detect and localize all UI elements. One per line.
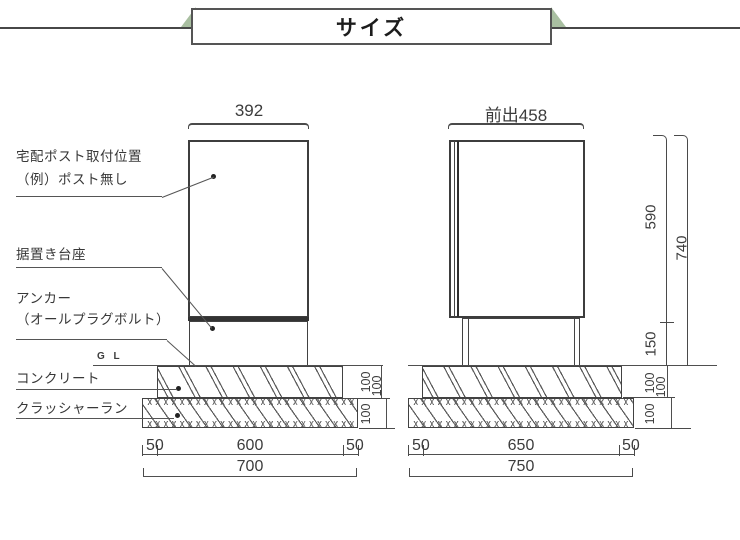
door-panel-line [453, 141, 455, 317]
dim-front-margin-right: 50 [346, 437, 364, 454]
tick [408, 445, 409, 456]
cabinet-front-view [188, 140, 309, 318]
tick [358, 445, 359, 456]
dim-bracket-side-depth [448, 123, 584, 129]
dim-side-concrete-width: 650 [507, 437, 535, 454]
gl-label: G L [97, 351, 123, 362]
tick [143, 468, 144, 476]
dim-side-crusher: 100 [643, 403, 657, 425]
dim-line-front-bottom-row1 [142, 454, 358, 455]
pedestal-side-inner-left [468, 319, 469, 365]
leader-concrete [16, 389, 176, 390]
label-post-position-line2: （例）ポスト無し [16, 172, 128, 187]
dim-line-front-concrete [381, 366, 382, 398]
dim-front-total-width: 700 [236, 458, 264, 475]
dim-line-front-crusher [386, 398, 387, 428]
dim-line-side-bottom-row1 [408, 454, 634, 455]
dim-front-width: 392 [234, 101, 264, 120]
pedestal-side-inner-right [574, 319, 575, 365]
crusher-run-layer-front [142, 398, 358, 428]
cabinet-side-view [449, 140, 585, 318]
label-concrete: コンクリート [16, 371, 100, 386]
leader-crusher-run [16, 418, 174, 419]
tick [157, 445, 158, 456]
gravel-symbols-bottom [144, 421, 356, 427]
ext-line-side-concrete-bottom [623, 397, 675, 398]
concrete-marker-dot [176, 386, 181, 391]
dim-front-concrete-width: 600 [236, 437, 264, 454]
concrete-layer-front [157, 366, 343, 398]
dim-base-height: 150 [642, 331, 660, 357]
dim-bracket-front-width [188, 123, 309, 129]
dim-front-crusher: 100 [359, 403, 373, 425]
tick [634, 445, 635, 456]
base-plate-band [188, 317, 309, 321]
dim-upper-height: 590 [642, 204, 660, 230]
dim-side-margin-right: 50 [622, 437, 640, 454]
label-anchor-line2: （オールプラグボルト） [16, 312, 170, 327]
label-anchor-line1: アンカー [16, 291, 72, 306]
post-position-marker-dot [211, 174, 216, 179]
dim-side-margin-left: 50 [412, 437, 430, 454]
title-banner: サイズ [191, 8, 552, 45]
gravel-symbols-top [144, 399, 356, 405]
tick [423, 445, 424, 456]
tick [142, 445, 143, 456]
dim-side-concrete-b: 100 [654, 376, 668, 398]
dim-line-side-concrete [667, 366, 668, 397]
crusher-run-layer-side [408, 398, 634, 428]
dim-side-total-width: 750 [507, 458, 535, 475]
leader-anchor [16, 339, 167, 340]
tick [632, 468, 633, 476]
dim-line-front-bottom-row2 [143, 476, 357, 477]
page-title: サイズ [335, 16, 408, 40]
dim-front-concrete-b: 100 [370, 375, 384, 397]
leader-pedestal [16, 267, 162, 268]
gl-line-front [93, 365, 383, 366]
tick [343, 445, 344, 456]
ext-line-front-concrete-bottom [344, 398, 390, 399]
label-crusher-run: クラッシャーラン [16, 401, 128, 416]
gravel-symbols-bottom [410, 421, 632, 427]
pedestal-front-view [189, 321, 308, 366]
tick [409, 468, 410, 476]
tick-pedestal-top [660, 322, 674, 323]
gl-line-side [408, 365, 717, 366]
dim-line-total-height [674, 135, 688, 366]
ribbon-fold-right [551, 7, 566, 27]
dim-front-margin-left: 50 [146, 437, 164, 454]
concrete-layer-side [422, 366, 622, 398]
label-pedestal: 据置き台座 [16, 247, 86, 262]
crusher-marker-dot [175, 413, 180, 418]
tick [619, 445, 620, 456]
dim-line-upper-height [653, 135, 667, 366]
ext-line-side-crusher-bottom [635, 428, 691, 429]
leader-post-position [16, 196, 162, 197]
dim-line-side-bottom-row2 [409, 476, 633, 477]
ext-line-front-crusher-bottom [359, 428, 395, 429]
pedestal-side-view [462, 318, 580, 366]
dim-line-side-crusher [671, 397, 672, 428]
door-front-edge [456, 141, 459, 317]
dim-total-height: 740 [673, 235, 691, 261]
tick [356, 468, 357, 476]
gravel-symbols-top [410, 399, 632, 405]
dim-side-depth: 前出458 [484, 106, 548, 125]
pedestal-marker-dot [210, 325, 215, 331]
label-post-position-line1: 宅配ポスト取付位置 [16, 149, 142, 164]
